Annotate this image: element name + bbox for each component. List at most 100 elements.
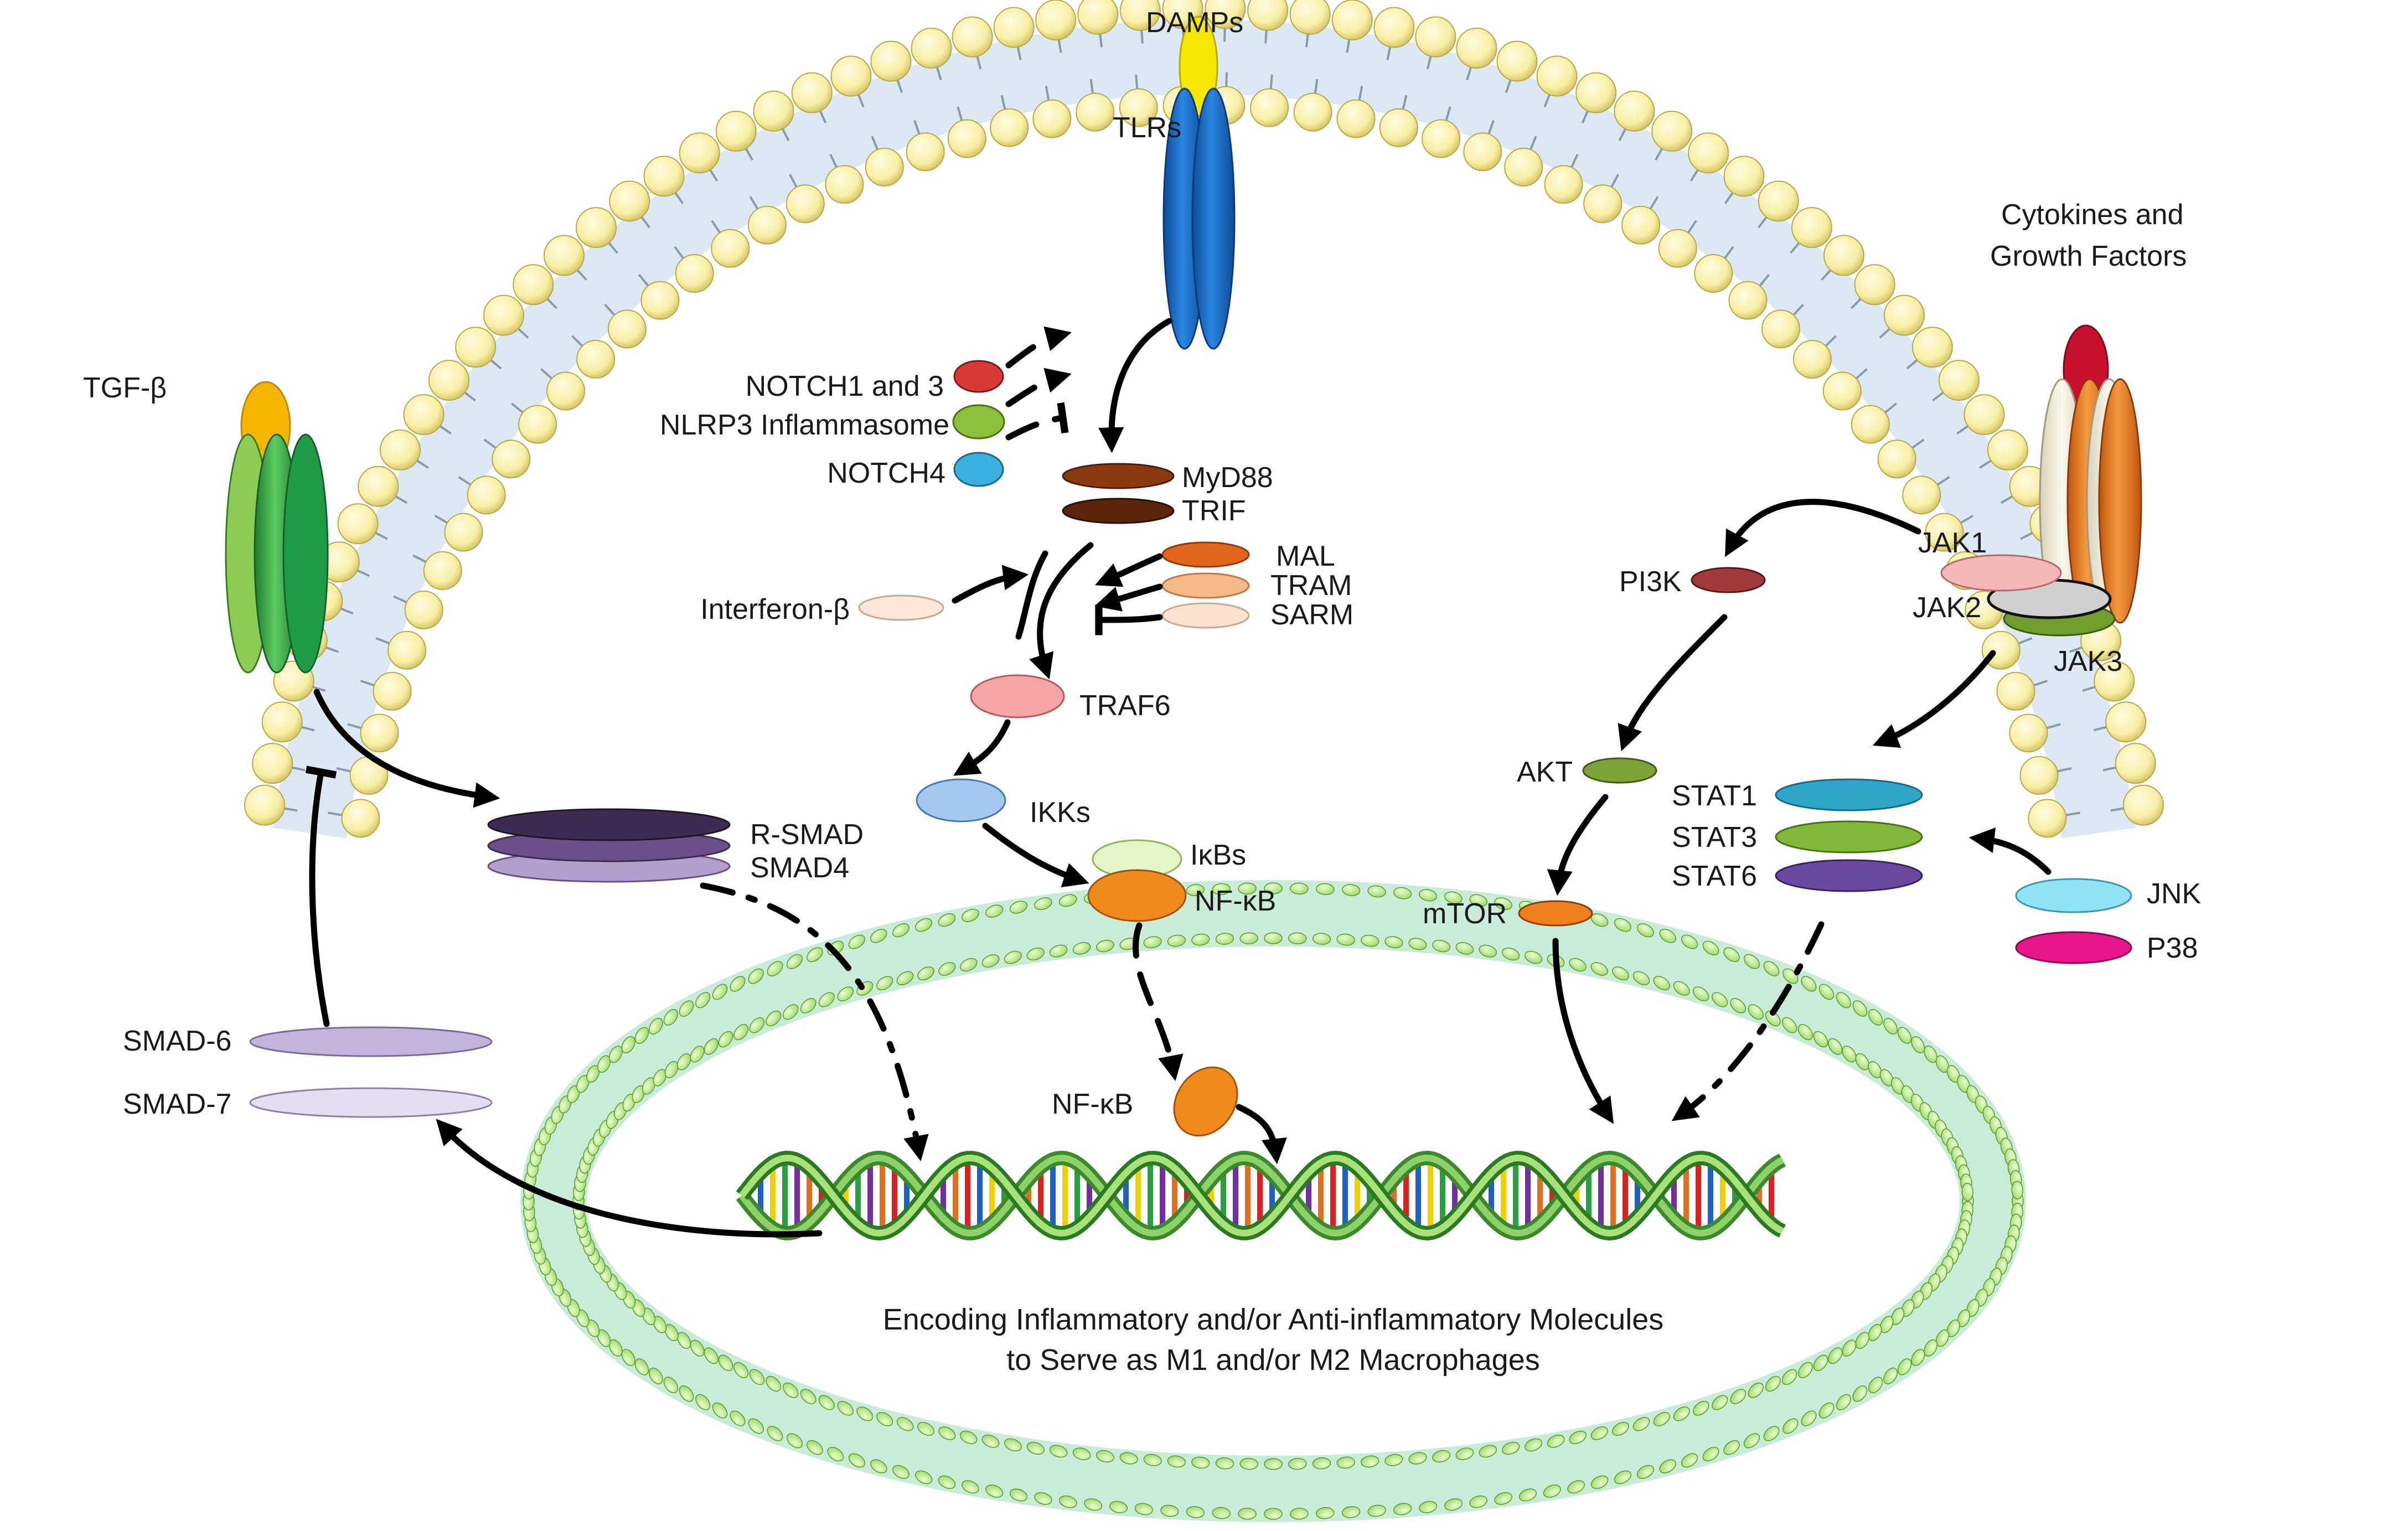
lipid-head bbox=[1761, 309, 1801, 349]
jak1-blob bbox=[1940, 554, 2062, 592]
lipid-head bbox=[711, 229, 750, 268]
arrow-pi3k-to-akt bbox=[1618, 614, 1728, 752]
tram-blob bbox=[1161, 572, 1250, 599]
lipid-head bbox=[1963, 394, 2005, 436]
nuclear-pore-bead bbox=[1879, 1069, 1894, 1087]
nuclear-pore-bead bbox=[1765, 1010, 1781, 1027]
lipid-head bbox=[252, 743, 293, 784]
nuclear-pore-bead bbox=[1569, 1430, 1587, 1445]
nuclear-pore-bead bbox=[1879, 1316, 1894, 1333]
nuclear-pore-bead bbox=[1264, 882, 1283, 894]
nuclear-pore-bead bbox=[1702, 1446, 1719, 1462]
dna-double-helix bbox=[736, 1150, 1786, 1241]
nuclear-pore-bead bbox=[1186, 884, 1205, 896]
lipid-head bbox=[607, 309, 647, 349]
traf6-blob bbox=[970, 674, 1065, 718]
nuclear-pore-bead bbox=[1026, 948, 1045, 961]
arrow-akt-to-mtor bbox=[1547, 794, 1609, 896]
nuclear-pore-bead bbox=[1034, 897, 1052, 911]
nuclear-pore-bead bbox=[1567, 1480, 1585, 1494]
nuclear-pore-bead bbox=[653, 1069, 667, 1087]
nuclear-pore-bead bbox=[1384, 1454, 1403, 1466]
label-jak3: JAK3 bbox=[2054, 645, 2122, 677]
nuclear-pore-bead bbox=[1781, 1369, 1797, 1385]
nuclear-pore-bead bbox=[1836, 1394, 1851, 1410]
nuclear-pore-bead bbox=[1160, 1504, 1179, 1517]
nuclear-pore-bead bbox=[690, 1046, 705, 1063]
nuclear-pore-bead bbox=[1763, 1426, 1780, 1441]
nuclear-pore-bead bbox=[1957, 1309, 1970, 1327]
nuclear-pore-bead bbox=[1935, 1329, 1950, 1347]
lipid-head bbox=[1583, 184, 1622, 224]
nuclear-pore-bead bbox=[704, 1038, 719, 1055]
lipid-head bbox=[1851, 405, 1890, 444]
nuclear-pore-bead bbox=[1264, 1508, 1283, 1520]
nuclear-pore-bead bbox=[1455, 1447, 1474, 1460]
lipid-head bbox=[1496, 40, 1538, 82]
lipid-head bbox=[1504, 147, 1543, 187]
lipid-head bbox=[870, 40, 912, 82]
nuclear-pore-bead bbox=[1569, 958, 1587, 972]
nuclear-pore-bead bbox=[1212, 1507, 1231, 1519]
lipid-head bbox=[1792, 339, 1832, 379]
lipid-head bbox=[1877, 439, 1916, 479]
nuclear-pore-bead bbox=[1341, 884, 1361, 896]
nuclear-pore-bead bbox=[786, 1433, 803, 1449]
lipid-head bbox=[1293, 92, 1332, 132]
nuclear-pore-bead bbox=[807, 1440, 823, 1455]
nuclear-pore-bead bbox=[1946, 1319, 1960, 1337]
nuclear-pore-bead bbox=[938, 913, 956, 927]
label-sarm: SARM bbox=[1270, 599, 1353, 631]
lipid-head bbox=[640, 281, 680, 320]
nuclear-pore-bead bbox=[1494, 897, 1512, 911]
nuclear-pore-bead bbox=[1502, 948, 1520, 961]
nuclear-pore-bead bbox=[1813, 1354, 1828, 1372]
nuclear-pore-bead bbox=[1215, 933, 1234, 945]
lipid-head bbox=[1823, 235, 1865, 276]
nuclear-pore-bead bbox=[718, 1354, 733, 1372]
membrane-band bbox=[272, 19, 2136, 839]
nuclear-pore-bead bbox=[1673, 981, 1690, 996]
lipid-head bbox=[1621, 205, 1661, 245]
nuclear-pore-bead bbox=[1590, 962, 1608, 976]
smad7-blob bbox=[249, 1087, 493, 1118]
nuclear-pore-bead bbox=[730, 1410, 746, 1426]
nuclear-pore-bead bbox=[1494, 1492, 1512, 1505]
label-myd88: MyD88 bbox=[1182, 462, 1273, 494]
arrow-to-traf6-a bbox=[1029, 542, 1094, 680]
nuclear-pore-bead bbox=[1659, 929, 1677, 943]
label-jak1: JAK1 bbox=[1918, 527, 1987, 559]
nuclear-pore-bead bbox=[1469, 894, 1488, 907]
arrow-traf6-to-ikks bbox=[953, 719, 1011, 776]
nuclear-pore-bead bbox=[1782, 1418, 1799, 1434]
lipid-head bbox=[467, 475, 506, 515]
nuclear-pore-bead bbox=[1801, 976, 1817, 992]
lipid-head bbox=[546, 371, 586, 411]
lipid-head bbox=[492, 439, 531, 479]
nuclear-pore-bead bbox=[1543, 1485, 1561, 1498]
label-traf6: TRAF6 bbox=[1079, 690, 1171, 722]
nuclear-pore-bead bbox=[653, 1316, 667, 1333]
nuclear-pore-bead bbox=[1842, 1046, 1857, 1063]
lipid-head bbox=[423, 551, 462, 590]
lipid-head bbox=[1575, 72, 1617, 113]
nuclear-pore-bead bbox=[586, 1065, 600, 1083]
nuclear-pore-bead bbox=[938, 1475, 956, 1489]
nuclear-pore-bead bbox=[609, 1046, 623, 1063]
arrow-nfkb-to-nucleus bbox=[1132, 922, 1184, 1082]
nuclear-pore-bead bbox=[1842, 1339, 1857, 1357]
lipid-head bbox=[2009, 713, 2048, 753]
nuclear-pore-bead bbox=[1290, 882, 1309, 895]
nuclear-pore-bead bbox=[1924, 1046, 1937, 1063]
nuclear-pore-bead bbox=[766, 1010, 782, 1027]
nuclear-pore-bead bbox=[1813, 1031, 1828, 1048]
lipid-head bbox=[2094, 660, 2135, 702]
lipid-head bbox=[261, 701, 303, 743]
nuclear-pore-bead bbox=[1797, 1024, 1813, 1041]
nuclear-pore-bead bbox=[1444, 891, 1463, 904]
arrow-jnk-to-stat bbox=[1968, 827, 2052, 875]
lipid-head bbox=[444, 513, 483, 552]
nuclear-pore-bead bbox=[1239, 1457, 1258, 1470]
nuclear-pore-bead bbox=[1049, 944, 1068, 958]
lipid-head bbox=[2115, 743, 2156, 784]
